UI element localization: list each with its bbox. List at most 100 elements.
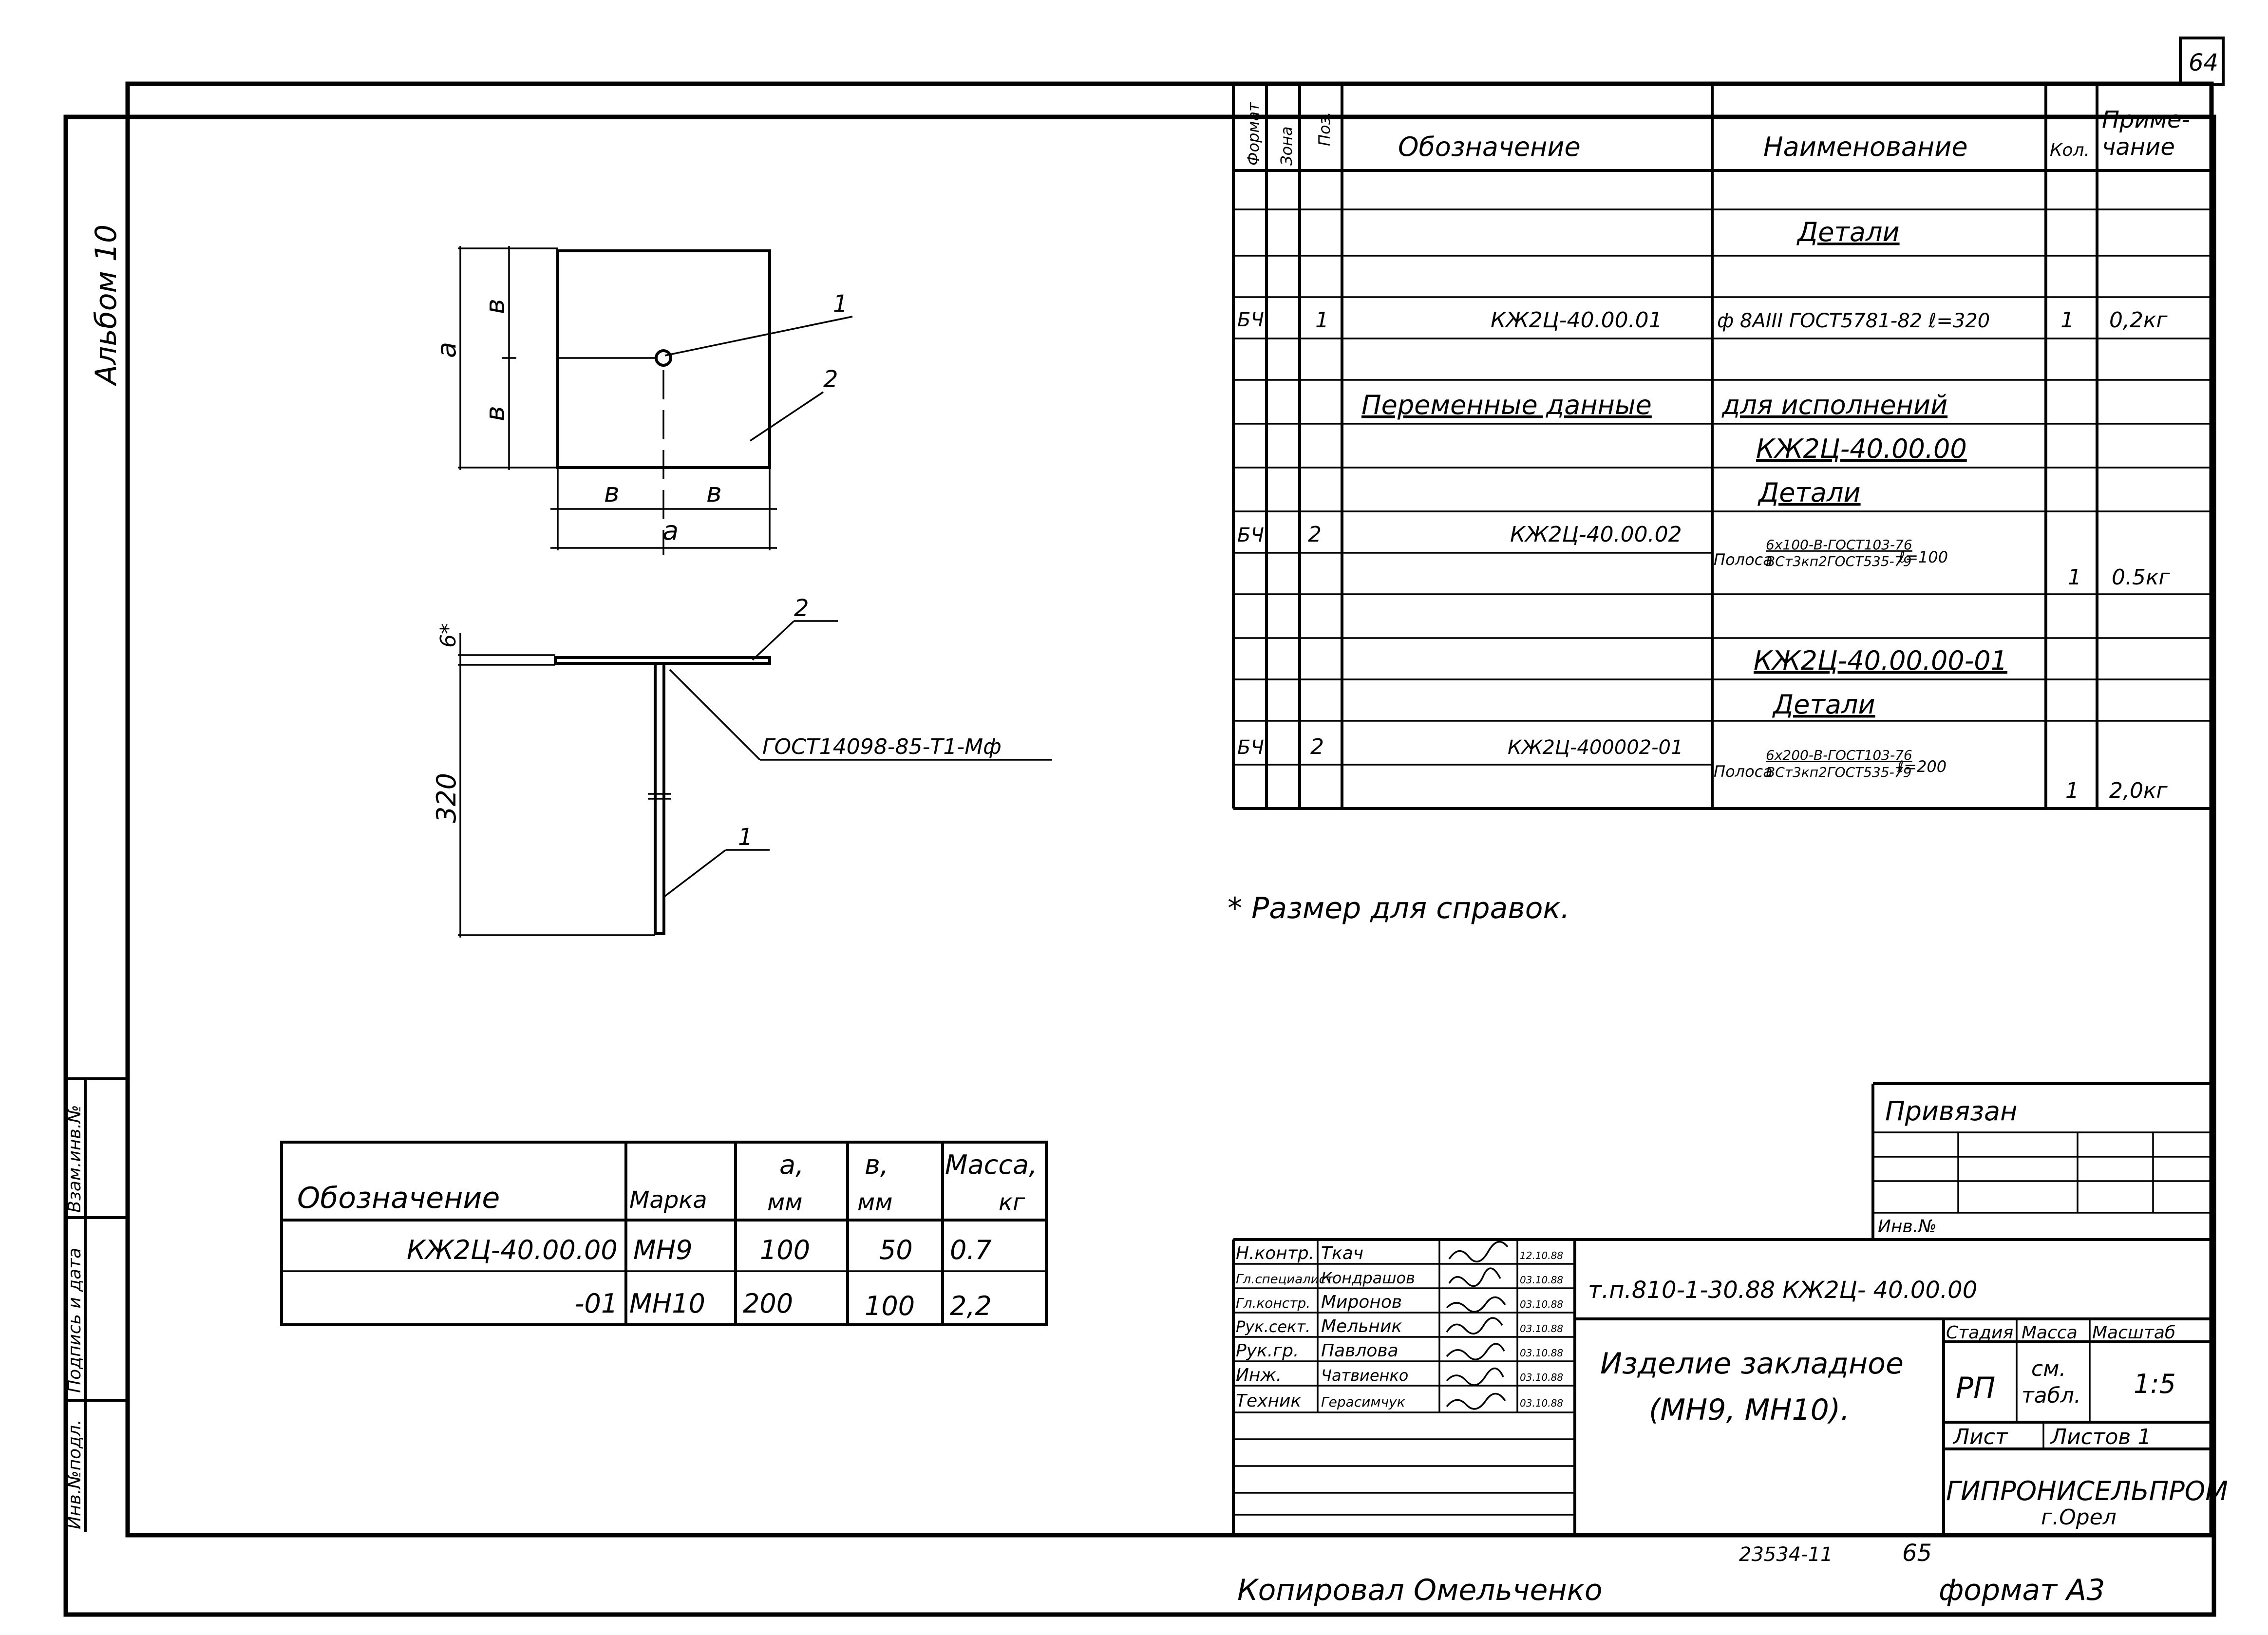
mark-row2-mark: МН10	[629, 1288, 705, 1319]
dim-6: 6*	[436, 623, 461, 648]
hdr-qty: Кол.	[2050, 140, 2090, 160]
mark-row2-a: 200	[743, 1288, 793, 1319]
section-details-1: Детали	[1796, 217, 1900, 247]
tb-title-2: (МН9, МН10).	[1649, 1393, 1850, 1427]
row1-designation: КЖ2Ц-40.00.01	[1491, 308, 1663, 333]
mark-table: Обозначение Марка а, мм в, мм Масса, кг …	[280, 1141, 1048, 1326]
tb-date-3: 03.10.88	[1520, 1298, 1563, 1310]
tb-role-3: Гл.констр.	[1236, 1295, 1310, 1311]
mark-hdr-a-2: мм	[767, 1189, 802, 1216]
variant-1-label: КЖ2Ц-40.00.00	[1756, 433, 1967, 464]
tb-code: т.п.810-1-30.88 КЖ2Ц- 40.00.00	[1588, 1277, 1977, 1304]
hdr-zone: Зона	[1277, 126, 1296, 166]
variant-2-label: КЖ2Ц-40.00.00-01	[1754, 645, 2007, 676]
mark-row2-b: 100	[865, 1291, 915, 1321]
mark-row1-designation: КЖ2Ц-40.00.00	[407, 1235, 618, 1265]
sheet-format: формат А3	[1939, 1573, 2105, 1607]
section-details-3: Детали	[1772, 689, 1875, 720]
row3-designation: КЖ2Ц-400002-01	[1508, 736, 1683, 759]
copied-by: Копировал Омельченко	[1237, 1573, 1603, 1607]
tb-stage-label: Стадия	[1946, 1323, 2013, 1343]
row3-name-top: 6х200-В-ГОСТ103-76	[1766, 747, 1912, 763]
tb-mass-1: см.	[2031, 1356, 2066, 1381]
hdr-note-2: чание	[2102, 133, 2175, 161]
hdr-note-1: Приме-	[2102, 106, 2190, 133]
row2-designation: КЖ2Ц-40.00.02	[1510, 522, 1682, 547]
anchor-hole	[655, 349, 672, 367]
leader-1-side: 1	[738, 824, 753, 851]
hdr-format: Формат	[1244, 102, 1263, 166]
signatures	[1446, 1240, 1509, 1410]
mark-row1-a: 100	[760, 1235, 810, 1265]
mark-row2-designation: -01	[575, 1288, 618, 1319]
row2-name-prefix: Полоса	[1714, 550, 1773, 569]
row1-name: ф 8АIII ГОСТ5781-82 ℓ=320	[1717, 310, 1990, 332]
row1-format: БЧ	[1237, 309, 1264, 331]
row2-name-bottom: ВСт3кп2ГОСТ535-79	[1766, 553, 1911, 569]
tb-mass-label: Масса	[2022, 1323, 2078, 1343]
side-stamp-sign-date: Подпись и дата	[65, 1248, 85, 1393]
tb-date-2: 03.10.88	[1520, 1274, 1563, 1286]
tb-city: г.Орел	[2041, 1505, 2117, 1530]
tb-role-2: Гл.специалист	[1236, 1272, 1334, 1287]
page-number-box	[2179, 37, 2225, 86]
tb-sheets: Листов 1	[2050, 1425, 2151, 1449]
tb-role-1: Н.контр.	[1236, 1243, 1314, 1263]
tb-role-5: Рук.гр.	[1236, 1341, 1299, 1361]
row3-format: БЧ	[1237, 736, 1264, 759]
tb-name-3: Миронов	[1321, 1292, 1402, 1312]
mark-hdr-a-1: а,	[779, 1149, 804, 1180]
tb-title-1: Изделие закладное	[1600, 1347, 1904, 1381]
mark-hdr-mark: Марка	[629, 1186, 707, 1214]
tb-date-7: 03.10.88	[1520, 1397, 1563, 1409]
tb-date-4: 03.10.88	[1520, 1323, 1563, 1334]
album-label: Альбом 10	[89, 225, 123, 387]
row1-pos: 1	[1315, 308, 1329, 333]
hdr-pos: Поз.	[1315, 112, 1334, 146]
side-stamp-inv-podl: Инв.№подл.	[65, 1420, 85, 1529]
inventory-number: 23534-11	[1739, 1543, 1833, 1566]
tb-date-5: 03.10.88	[1520, 1347, 1563, 1359]
row3-length: ℓ=200	[1897, 757, 1947, 776]
inventory-page: 65	[1902, 1540, 1932, 1567]
outer-frame	[63, 114, 2216, 1617]
tb-mass-2: табл.	[2022, 1383, 2081, 1408]
mark-row1-b: 50	[879, 1235, 913, 1265]
plan-view: а в в в в а 1 2	[431, 246, 853, 555]
mark-row1-mass: 0.7	[950, 1235, 992, 1265]
dim-b-lower: в	[480, 406, 510, 421]
privyazan-inv: Инв.№	[1878, 1217, 1937, 1237]
weld-note: ГОСТ14098-85-Т1-Мф	[762, 734, 1002, 759]
hdr-name: Наименование	[1763, 132, 1968, 162]
row1-qty: 1	[2060, 308, 2074, 333]
mark-row1-mark: МН9	[633, 1235, 693, 1265]
row3-qty: 1	[2065, 778, 2079, 803]
mark-hdr-designation: Обозначение	[297, 1181, 500, 1215]
tb-name-4: Мельник	[1321, 1316, 1402, 1336]
row3-note: 2,0кг	[2109, 778, 2168, 803]
row2-note: 0.5кг	[2112, 565, 2171, 590]
tb-date-6: 03.10.88	[1520, 1372, 1563, 1383]
variable-data-label-2: для исполнений	[1721, 390, 1947, 420]
side-stamp: Взам.инв.№ Подпись и дата Инв.№подл.	[65, 1077, 128, 1532]
row3-pos: 2	[1310, 734, 1324, 759]
tb-scale-label: Масштаб	[2092, 1323, 2175, 1343]
tb-role-6: Инж.	[1236, 1365, 1282, 1385]
mark-hdr-b-2: мм	[857, 1189, 892, 1216]
dim-a-horizontal: а	[662, 515, 679, 546]
tb-role-7: Техник	[1236, 1391, 1301, 1411]
mark-hdr-b-1: в,	[865, 1149, 888, 1180]
tb-date-1: 12.10.88	[1520, 1250, 1563, 1261]
tb-name-5: Павлова	[1321, 1341, 1399, 1361]
mark-hdr-mass-2: кг	[999, 1189, 1025, 1216]
row2-pos: 2	[1308, 522, 1322, 547]
page-number: 64	[2189, 49, 2218, 76]
mark-row2-mass: 2,2	[950, 1291, 992, 1321]
row3-name-bottom: ВСт3кп2ГОСТ535-79	[1766, 764, 1911, 780]
row3-name-prefix: Полоса	[1714, 762, 1773, 781]
spec-table: Формат Зона Поз. Обозначение Наименовани…	[1232, 84, 2213, 810]
tb-name-6: Чатвиенко	[1321, 1366, 1408, 1385]
tb-sheet: Лист	[1952, 1425, 2008, 1449]
